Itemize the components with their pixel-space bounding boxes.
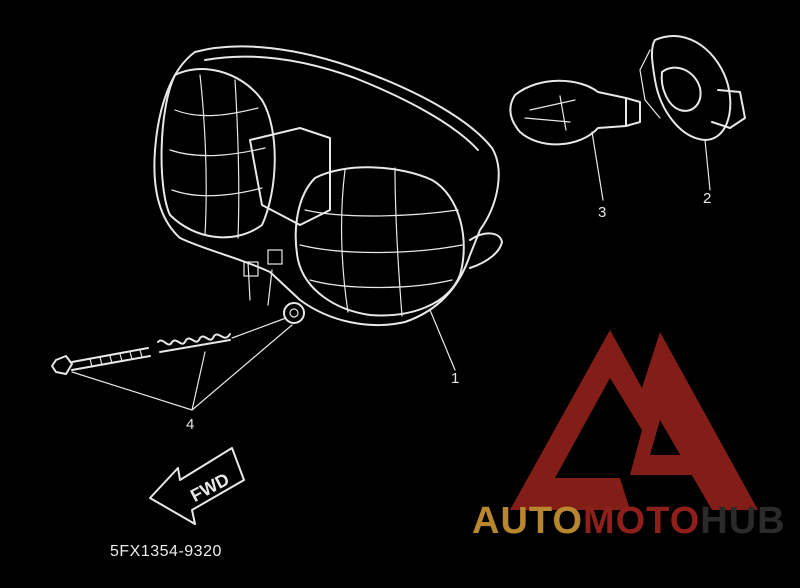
bulb bbox=[509, 79, 641, 146]
part-code: 5FX1354-9320 bbox=[110, 543, 222, 560]
callout-3: 3 bbox=[598, 204, 607, 221]
watermark-brand: AUTOMOTOHUB bbox=[472, 500, 786, 543]
logo-triangle-mark bbox=[510, 330, 758, 510]
leader-line-2 bbox=[704, 139, 711, 191]
bulb-socket bbox=[639, 35, 746, 141]
leader-line-3 bbox=[591, 131, 604, 201]
headlight-assembly bbox=[153, 45, 503, 327]
bolt-spring-set bbox=[51, 261, 305, 411]
callout-1: 1 bbox=[451, 370, 460, 387]
callout-2: 2 bbox=[703, 190, 712, 207]
brand-part-auto: AUTO bbox=[472, 500, 583, 542]
automotohub-logo bbox=[510, 330, 758, 510]
fwd-arrow: FWD bbox=[149, 447, 245, 525]
brand-part-hub: HUB bbox=[700, 500, 786, 542]
leader-line-1 bbox=[429, 309, 456, 371]
callout-4: 4 bbox=[186, 416, 195, 433]
brand-part-moto: MOTO bbox=[582, 500, 701, 542]
